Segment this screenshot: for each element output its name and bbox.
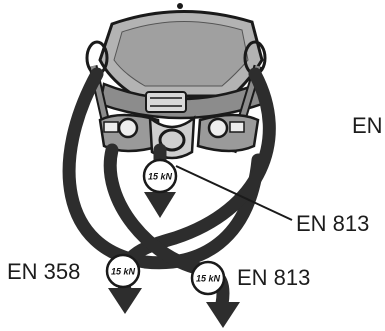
label-en-358: EN 358	[7, 259, 80, 284]
left-leg-buckle-icon	[117, 117, 139, 139]
label-en-813-bottom: EN 813	[237, 265, 310, 290]
badge-top-text: 15 kN	[148, 172, 173, 182]
ventral-ring-icon	[158, 128, 186, 152]
right-leg-buckle-icon	[207, 117, 229, 139]
right-leg-loop	[196, 113, 260, 153]
arrow-heads	[108, 192, 240, 328]
arrowhead-center-icon	[144, 192, 176, 218]
front-buckle-icon	[145, 91, 187, 113]
badge-bottom-text: 15 kN	[196, 274, 221, 284]
badge-top: 15 kN	[142, 158, 178, 194]
label-en-cut: EN	[352, 113, 383, 138]
harness-illustration	[85, 3, 267, 160]
badge-bottom: 15 kN	[190, 260, 226, 296]
harness-back-pad-inner	[113, 21, 249, 87]
badge-left-text: 15 kN	[111, 267, 136, 277]
label-en-813-right: EN 813	[296, 211, 369, 236]
arrowhead-bottom-icon	[206, 302, 240, 328]
top-ring-icon	[177, 3, 183, 9]
arrowhead-left-icon	[108, 288, 142, 314]
leader-line-en813	[175, 165, 293, 221]
badge-left: 15 kN	[105, 253, 141, 289]
